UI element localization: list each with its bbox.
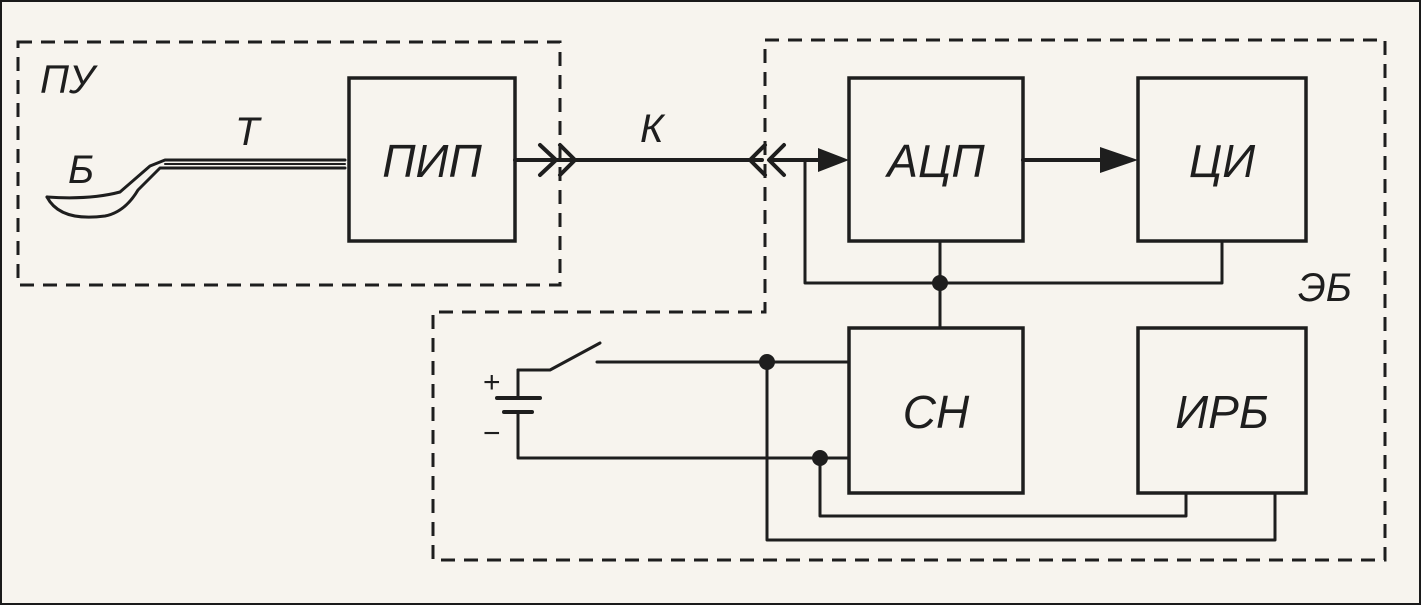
block-ci [1136, 76, 1308, 243]
label-pu: ПУ [40, 58, 98, 102]
label-eb: ЭБ [1298, 266, 1352, 310]
connector-right-socket [748, 143, 767, 177]
arrow-into-acp [818, 148, 849, 172]
switch-blade [516, 341, 602, 372]
connector-left-arrow [538, 143, 558, 177]
label-ci: ЦИ [1189, 135, 1255, 187]
block-sn [847, 326, 1025, 495]
wire-plus-irb [765, 360, 1277, 542]
probe-tube-outer [45, 166, 347, 219]
label-tube: Т [235, 110, 262, 154]
region-eb-border [431, 38, 1387, 562]
arrow-into-ci [1100, 147, 1138, 173]
label-acp: АЦП [884, 135, 985, 187]
probe-tube-inner [45, 158, 347, 200]
label-pip: ПИП [382, 135, 482, 187]
label-minus: − [483, 417, 501, 450]
block-pip [347, 76, 517, 243]
label-sn: СН [903, 386, 970, 438]
block-irb [1136, 326, 1308, 495]
line-minus-sn [516, 410, 851, 460]
label-plus: + [483, 366, 501, 399]
junction-power [932, 275, 948, 291]
label-irb: ИРБ [1175, 386, 1269, 438]
wire-minus-irb [818, 456, 1188, 518]
power-bus-top [803, 158, 1224, 285]
label-bulb: Б [68, 148, 94, 192]
label-cable: К [640, 107, 666, 151]
